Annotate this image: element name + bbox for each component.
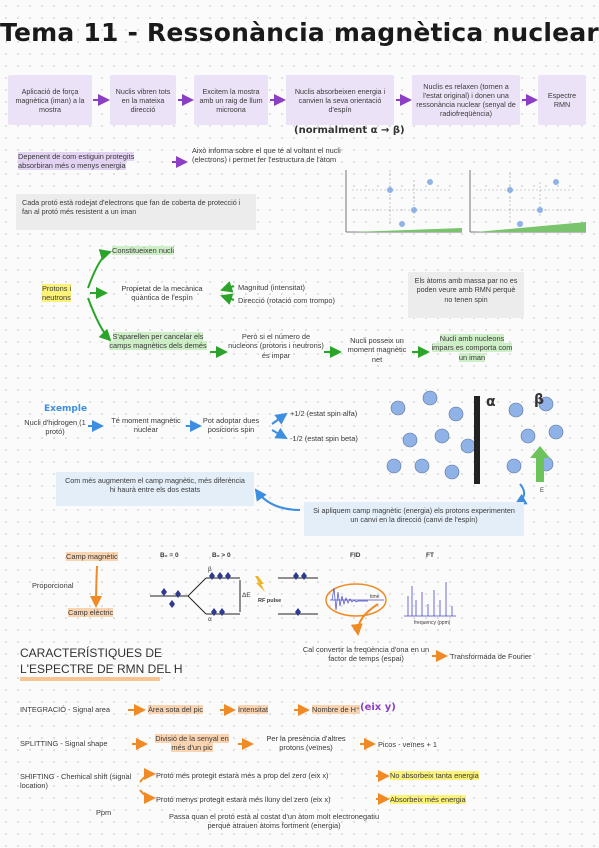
field-right-note: Si apliquem camp magnètic (energia) els …	[304, 502, 524, 536]
branch-direccio: Direcció (rotació com trompo)	[238, 296, 335, 305]
split-divisio: Divisió de la senyal en més d'un pic	[155, 734, 229, 753]
splitting-label: SPLITTING - Signal shape	[20, 739, 108, 748]
split-picos: Picos - veïnes + 1	[378, 740, 437, 749]
flow-step-3: Excitem la mostra amb un raig de llum mi…	[194, 75, 268, 125]
branch-aparellen: S'aparellen per cancelar els camps magnè…	[109, 332, 207, 351]
beta-level: β	[208, 566, 212, 573]
field-left-note: Com més augmentem el camp magnètic, més …	[56, 472, 254, 506]
b0-pos: B₀ > 0	[212, 552, 231, 559]
b0-zero: B₀ = 0	[160, 552, 179, 559]
delta-e: ΔE	[242, 592, 251, 599]
page-title: Tema 11 - Ressonància magnètica nuclear	[0, 18, 599, 47]
branch-spin: Propietat de la mecànica quàntica de l'e…	[121, 284, 203, 303]
integ-intensitat: Intensitat	[238, 705, 268, 714]
shift-mes-protegit: Protó més protegit estarà més a prop del…	[156, 771, 329, 780]
depend-info: Això informa sobre el que té al voltant …	[192, 146, 341, 165]
ft-label: FT	[426, 552, 434, 559]
time-label: time	[370, 594, 380, 600]
heading-underline	[20, 677, 160, 681]
split-presencia: Per la presència d'altres protons (veïne…	[266, 734, 346, 753]
flow-step-2: Nuclis vibren tots en la mateixa direcci…	[110, 75, 176, 125]
char-heading-2: L'ESPECTRE DE RMN DEL H	[20, 662, 183, 676]
branch-iman: Nucli amb nucleons impars es comporta co…	[431, 334, 513, 362]
example-positions: Pot adoptar dues posicions spin	[202, 416, 260, 435]
integracio-label: INTEGRACIÓ - Signal area	[20, 705, 110, 714]
depend-text: Depenent de com estiguin protegits absor…	[18, 152, 135, 171]
alpha-label: α	[486, 394, 496, 410]
fourier: Transformada de Fourier	[450, 652, 532, 661]
shift-absorbeix: Absorbeix més energia	[390, 795, 466, 804]
convert-text: Cal convertir la freqüència d'ona en un …	[302, 645, 430, 664]
char-heading-1: CARACTERÍSTIQUES DE	[20, 646, 163, 660]
camp-electric: Camp elèctric	[68, 608, 114, 617]
shift-note: Passa quan el protó està al costat d'un …	[168, 812, 380, 831]
beta-label: β	[534, 392, 545, 408]
flow-step-5: Nuclis es relaxen (tornen a l'estat orig…	[412, 75, 520, 125]
example-label: Exemple	[44, 404, 88, 414]
flow-step-4: Nuclis absorbeixen energia i canvien la …	[286, 75, 394, 125]
example-nucleus: Nucli d'hidrogen (1 protó)	[24, 418, 86, 437]
example-moment: Té moment magnètic nuclear	[111, 416, 181, 435]
example-plus: +1/2 (estat spin alfa)	[290, 409, 358, 418]
branch-magnitud: Magnitud (intensitat)	[238, 283, 305, 292]
alpha-level: α	[208, 616, 212, 623]
integ-area: Àrea sota del pic	[148, 705, 204, 714]
freq-label: frequency (ppm)	[414, 620, 451, 626]
shift-no-absorbeix: No absorbeix tanta energia	[390, 771, 479, 780]
protons-label: Protons i neutrons	[42, 284, 72, 303]
energy-label: E	[540, 488, 545, 494]
flow-note: (normalment α → β)	[294, 125, 405, 136]
fid-label: FID	[350, 552, 361, 559]
ppm-label: Ppm	[96, 808, 112, 817]
shifting-label: SHIFTING - Chemical shift (signal locati…	[20, 772, 132, 791]
protect-note: Cada protó està rodejat d'electrons que …	[16, 194, 256, 230]
branch-nucli: Constitueixen nucli	[112, 246, 175, 255]
branch-moment-net: Nucli posseix un moment magnètic net	[347, 336, 407, 364]
integ-h: Nombre de H⁺	[312, 705, 360, 714]
integ-axis: (eix y)	[360, 702, 396, 713]
camp-magnetic: Camp magnètic	[66, 552, 118, 561]
example-minus: -1/2 (estat spin beta)	[290, 434, 358, 443]
shift-menys-protegit: Protó menys protegit estarà més lluny de…	[156, 795, 331, 804]
mass-note: Els àtoms amb massa par no es poden veur…	[408, 272, 524, 318]
branch-impar: Però si el número de nucleons (protons i…	[228, 332, 324, 360]
flow-step-1: Aplicació de força magnètica (iman) a la…	[8, 75, 92, 125]
flow-step-6: Espectre RMN	[538, 75, 586, 125]
proporcional: Proporcional	[32, 581, 74, 590]
rf-pulse: RF pulse	[258, 598, 282, 604]
